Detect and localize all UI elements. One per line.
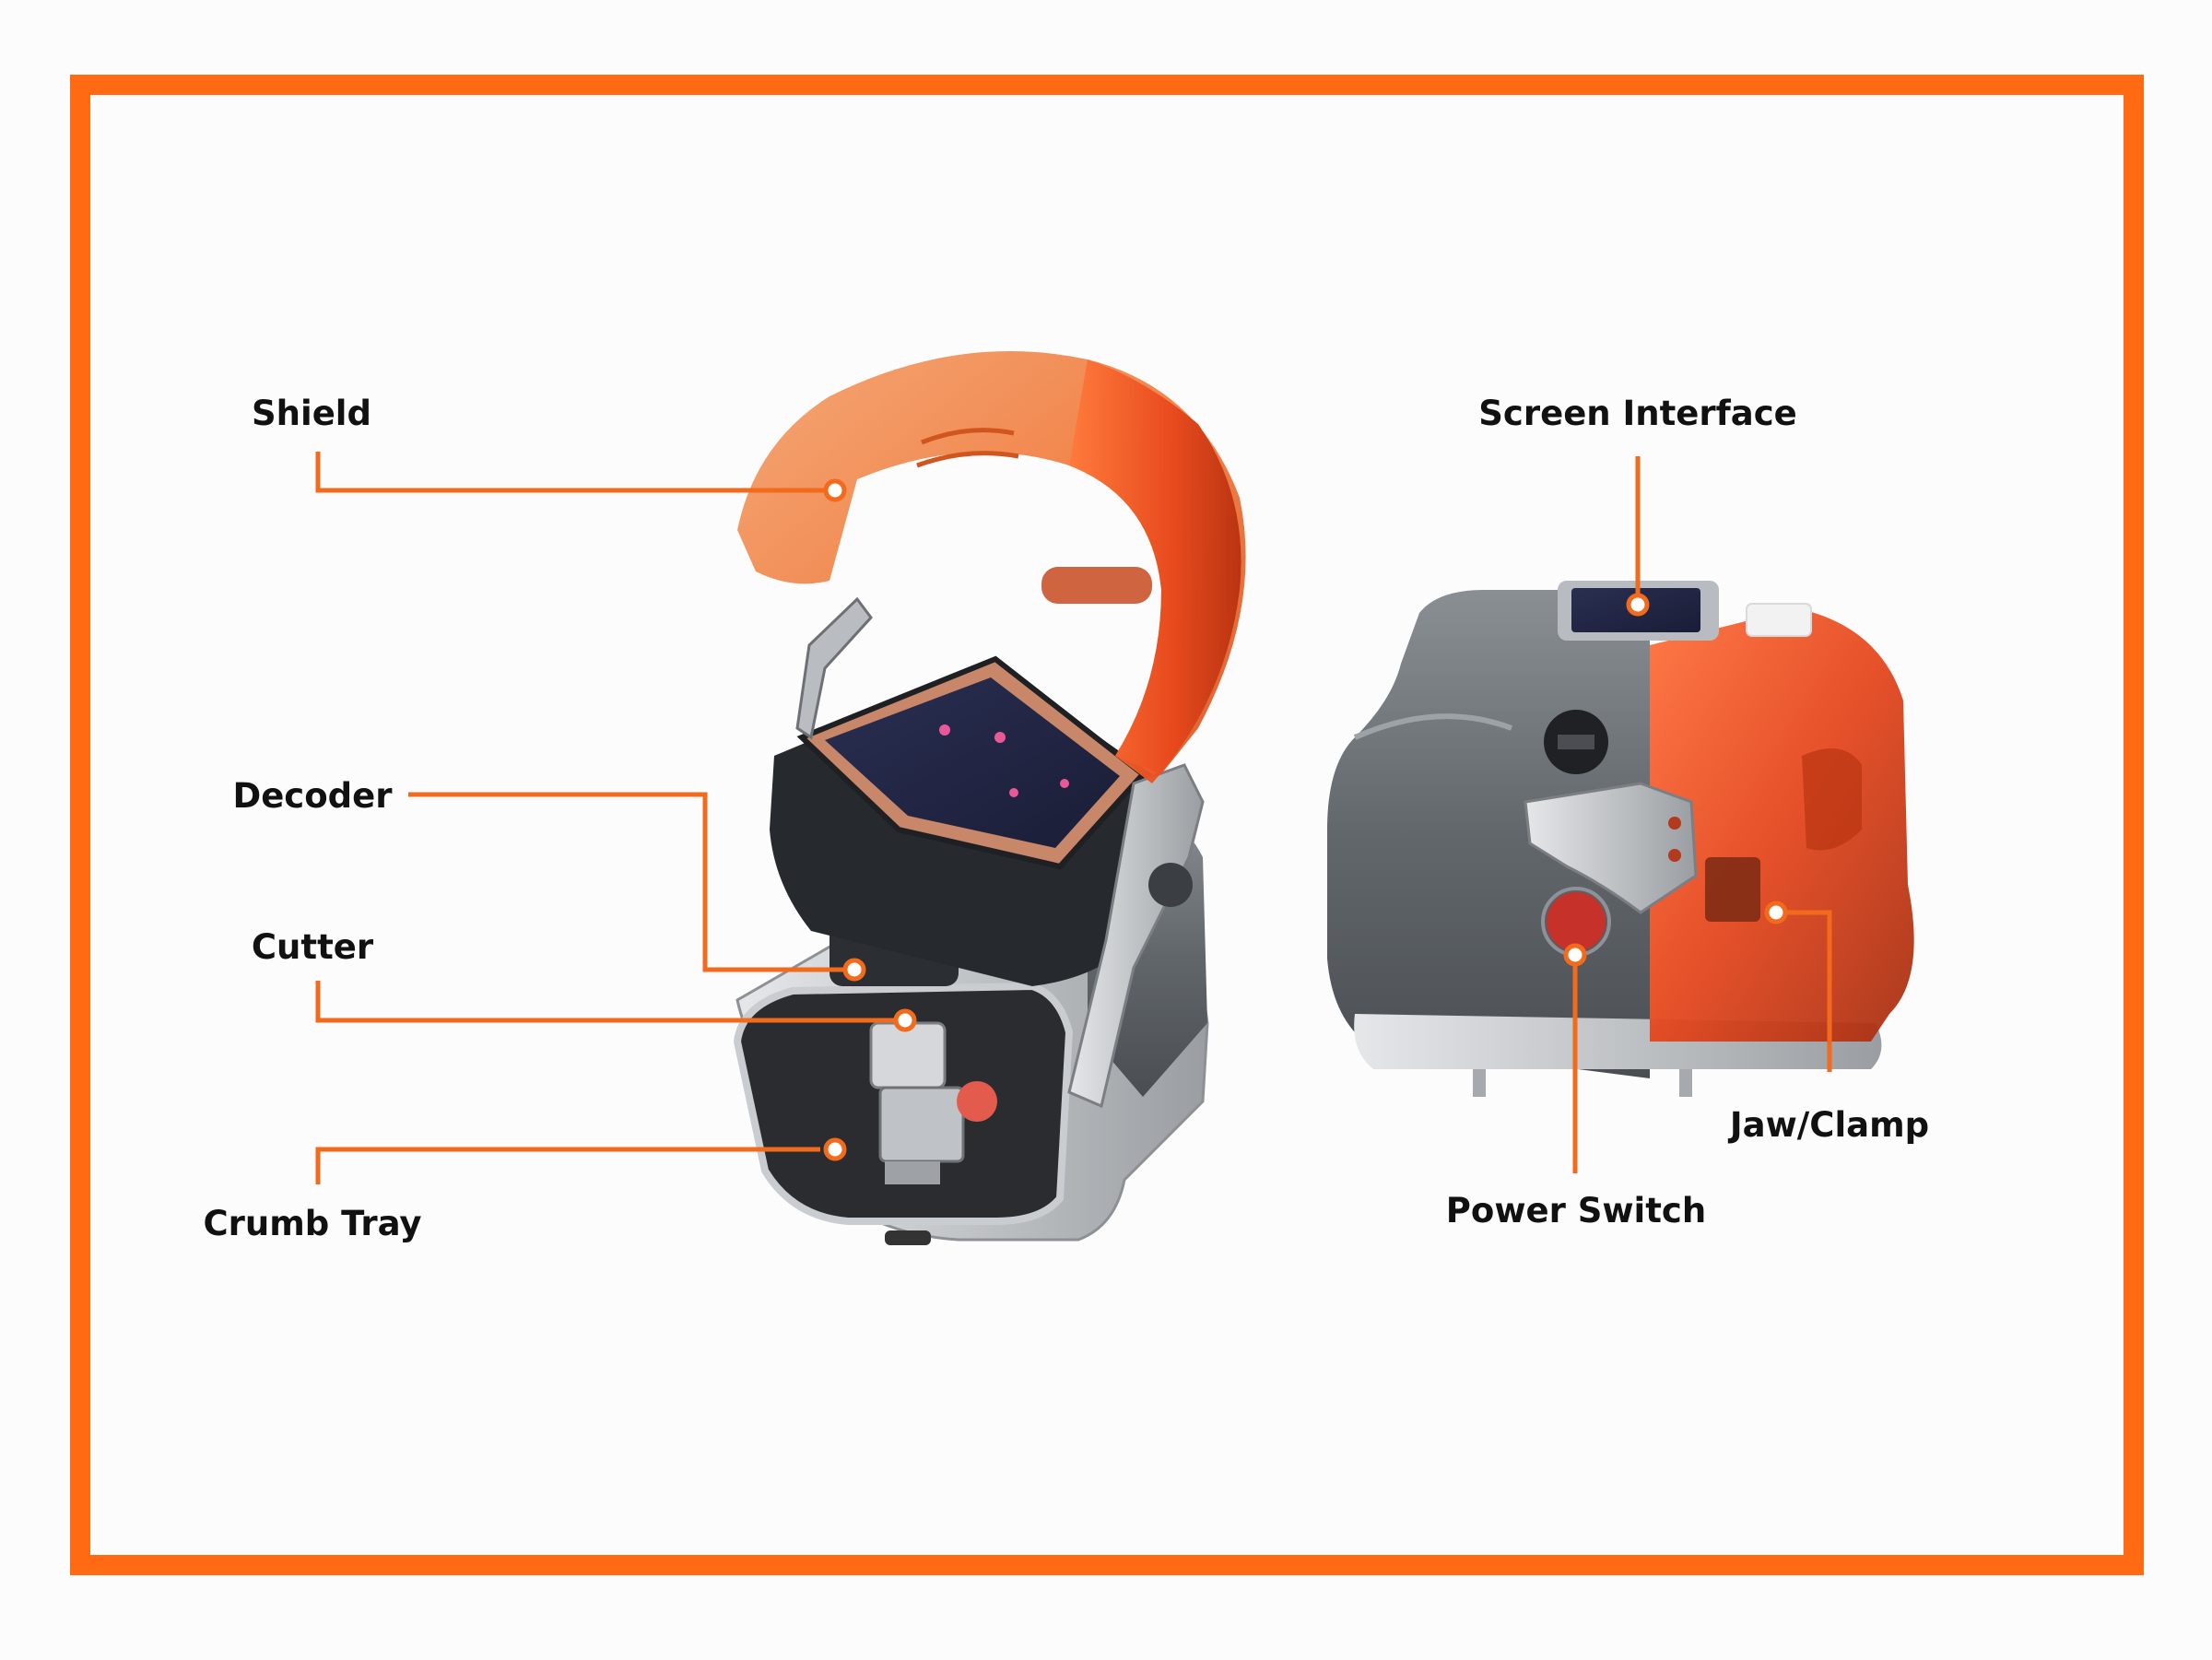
orange-frame — [70, 75, 2144, 1575]
shield-side-panel — [1069, 359, 1241, 783]
marker-power-switch — [1563, 943, 1587, 967]
marker-jaw-clamp — [1764, 901, 1788, 924]
callout-lines — [315, 452, 1832, 1184]
left-key-machine-illustration — [733, 351, 1246, 1245]
leader-shield — [315, 452, 825, 493]
label-shield: Shield — [252, 394, 371, 433]
right-silver-bracket — [1067, 763, 1205, 1109]
marker-screen-interface — [1626, 593, 1650, 617]
left-shield-arm — [795, 596, 873, 740]
leader-decoder — [408, 792, 846, 972]
right-red-cover — [1650, 608, 1914, 1042]
leader-crumb-tray — [315, 1147, 820, 1184]
marker-cutter — [893, 1008, 917, 1032]
label-jaw-clamp: Jaw/Clamp — [1727, 1105, 1929, 1145]
leader-cutter — [315, 981, 896, 1023]
right-silver-plate — [1524, 782, 1698, 914]
marker-decoder — [842, 958, 866, 982]
power-switch-button — [1547, 892, 1606, 951]
marker-shield — [823, 478, 847, 502]
marker-crumb-tray — [823, 1137, 847, 1161]
label-power-switch: Power Switch — [1446, 1191, 1706, 1230]
label-cutter: Cutter — [252, 927, 374, 967]
label-screen-interface: Screen Interface — [1478, 394, 1796, 433]
right-key-machine-illustration — [1327, 581, 1914, 1097]
callout-markers — [823, 478, 1788, 1161]
label-decoder: Decoder — [233, 776, 394, 816]
label-crumb-tray: Crumb Tray — [203, 1204, 421, 1243]
left-screen-display — [825, 677, 1120, 848]
leader-jaw-clamp — [1779, 910, 1832, 1072]
